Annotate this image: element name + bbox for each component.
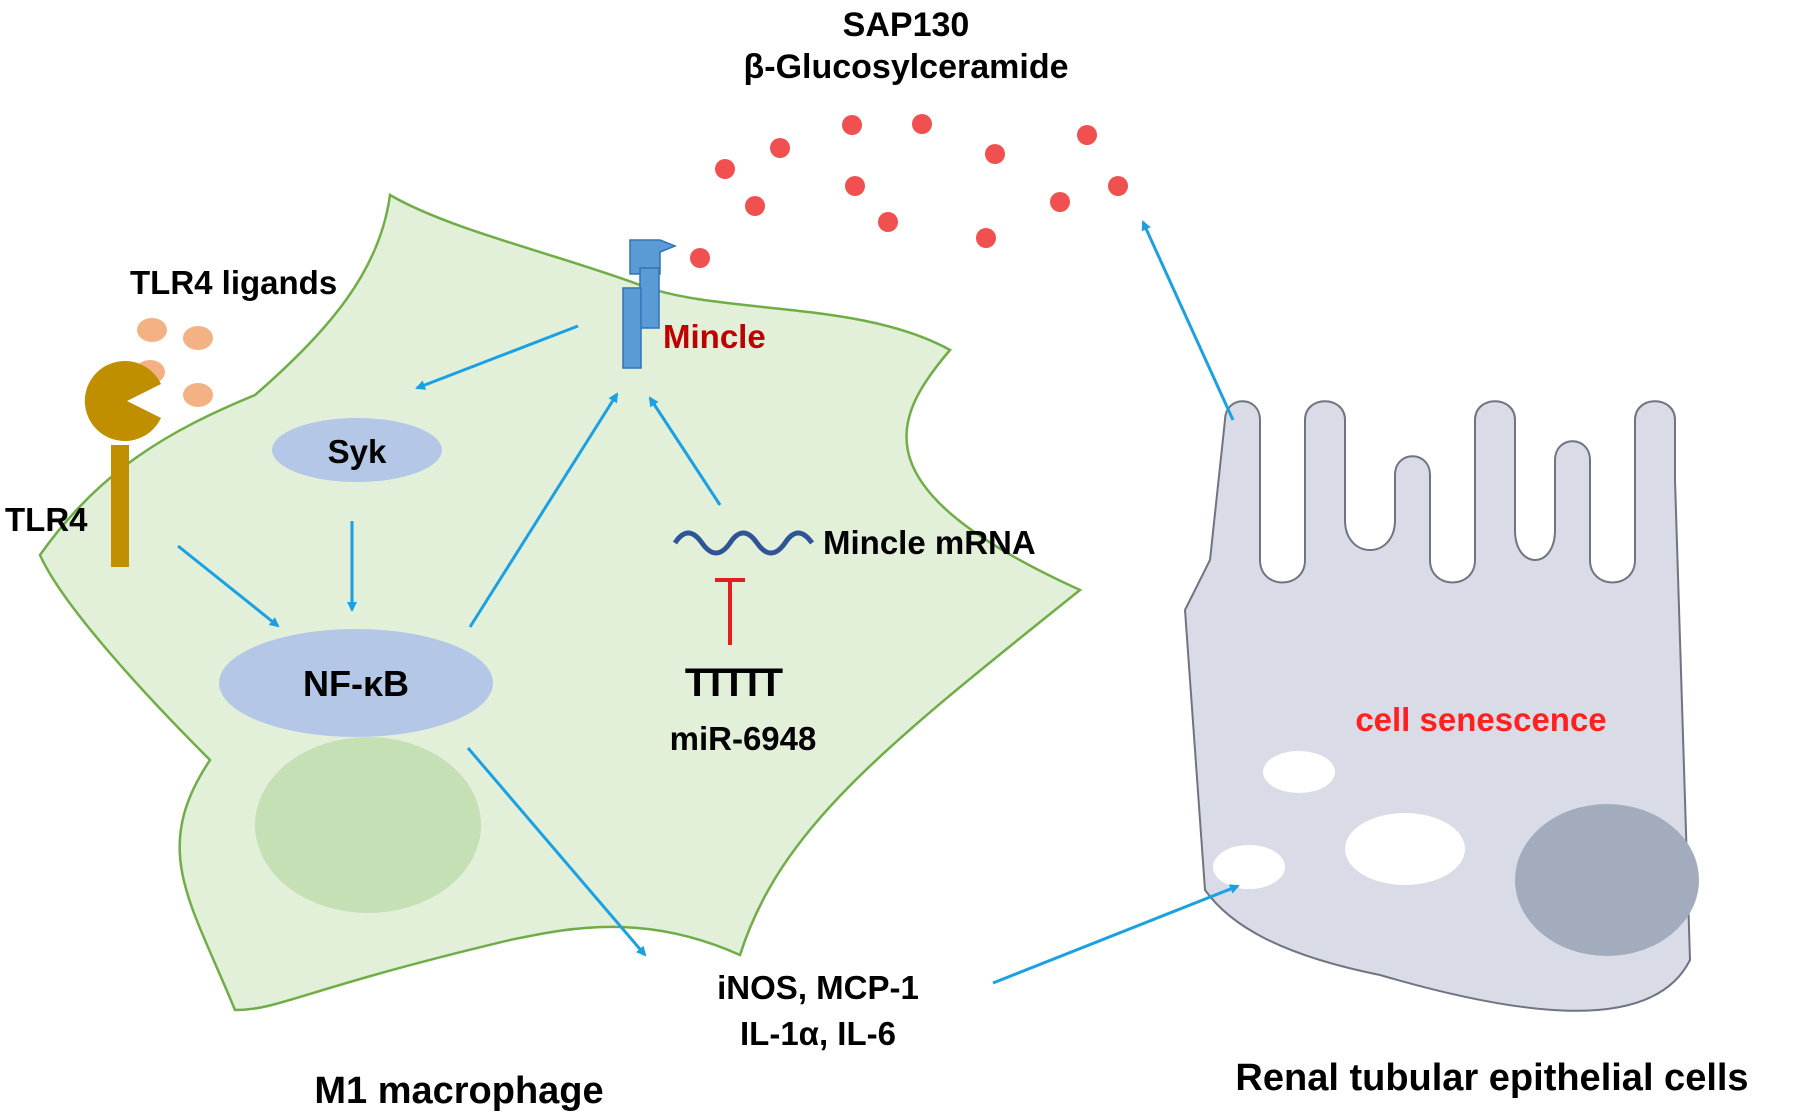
ligand-dot	[715, 159, 735, 179]
cytokines-label-line1: iNOS, MCP-1	[717, 969, 919, 1006]
mincle-mrna-label: Mincle mRNA	[823, 524, 1036, 561]
epithelial-label: Renal tubular epithelial cells	[1235, 1057, 1748, 1099]
ligand-dot	[690, 248, 710, 268]
ligand-dot	[912, 114, 932, 134]
tlr4-label: TLR4	[5, 501, 88, 538]
pathway-arrows	[177, 220, 1240, 985]
ligand-dot	[770, 138, 790, 158]
vacuole	[1263, 751, 1335, 793]
mirna-label: miR-6948	[670, 720, 817, 757]
nfkb-node	[219, 629, 493, 737]
vacuole	[1213, 845, 1285, 889]
ligand-label-glucosylceramide: β-Glucosylceramide	[744, 48, 1069, 86]
ligand-dot	[1077, 125, 1097, 145]
tlr4-ligands-label: TLR4 ligands	[130, 264, 337, 301]
mirna-symbol: TTTTT	[685, 661, 783, 705]
arrow-cytokines-to-epithelial	[992, 884, 1240, 985]
tlr4-ligand-dots	[135, 318, 213, 407]
tlr4-ligand-dot	[137, 318, 167, 342]
ligand-dot	[878, 212, 898, 232]
ligand-dot	[842, 115, 862, 135]
macrophage-nucleus	[255, 737, 481, 913]
ligand-dots	[690, 114, 1128, 268]
senescence-label: cell senescence	[1355, 701, 1606, 738]
epithelial-nucleus	[1515, 804, 1699, 956]
macrophage-cell	[38, 192, 1083, 1012]
cytokines-label-line2: IL-1α, IL-6	[740, 1015, 896, 1052]
arrow-epithelial-to-ligands	[1141, 220, 1235, 421]
arrow-nfkb-to-cytokines	[466, 747, 647, 957]
syk-label: Syk	[328, 433, 387, 470]
macrophage-label: M1 macrophage	[314, 1070, 603, 1112]
mincle-receptor-icon	[622, 239, 678, 369]
ligand-dot	[1050, 192, 1070, 212]
arrow-tlr4-to-nfkb	[177, 544, 280, 628]
mrna-wave-icon	[672, 530, 815, 556]
ligand-dot	[745, 196, 765, 216]
ligand-dot	[1108, 176, 1128, 196]
vacuole	[1345, 813, 1465, 885]
nfkb-label: NF-κB	[303, 663, 409, 704]
tlr4-ligand-dot	[183, 326, 213, 350]
tlr4-receptor-icon	[84, 361, 161, 567]
arrow-nfkb-to-mincle	[468, 392, 619, 628]
arrow-mrna-to-mincle	[648, 396, 722, 506]
ligand-dot	[845, 176, 865, 196]
ligand-label-sap130: SAP130	[843, 6, 970, 44]
tlr4-ligand-dot	[183, 383, 213, 407]
syk-node	[272, 418, 442, 482]
arrow-mincle-to-syk	[415, 324, 579, 390]
ligand-dot	[985, 144, 1005, 164]
ligand-dot	[976, 228, 996, 248]
mincle-label: Mincle	[663, 318, 766, 355]
